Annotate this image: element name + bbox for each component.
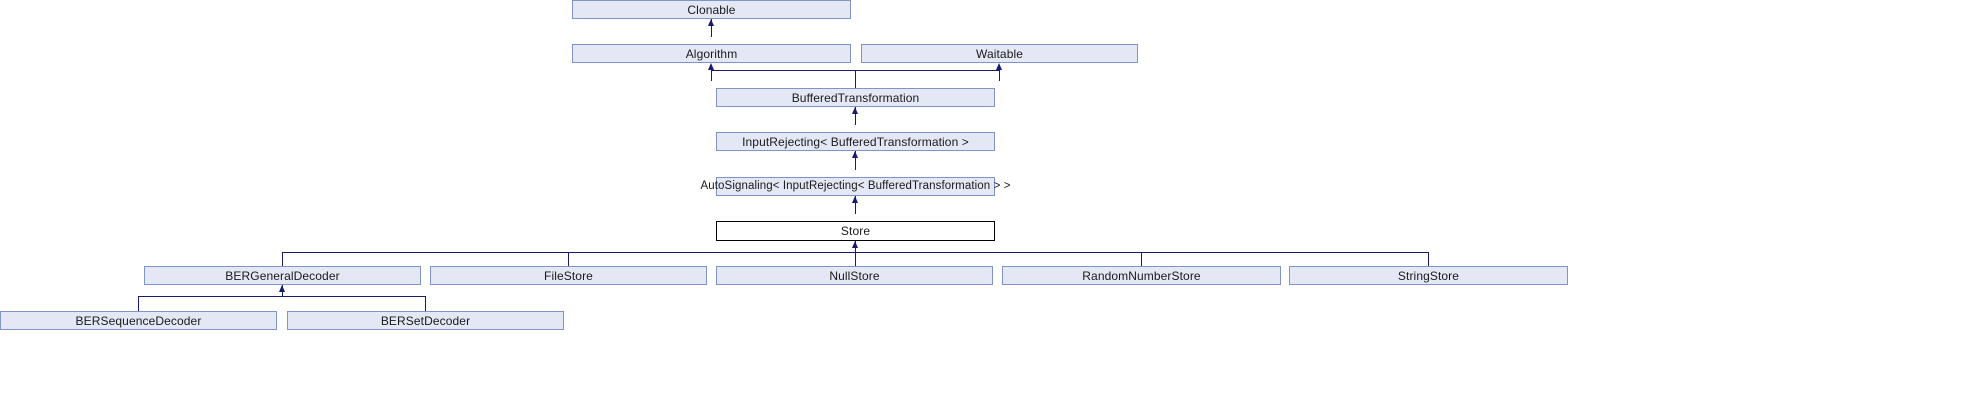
arrowhead-autosignaling <box>852 196 858 203</box>
class-node-bersetdecoder[interactable]: BERSetDecoder <box>287 311 564 330</box>
class-node-autosignaling[interactable]: AutoSignaling< InputRejecting< BufferedT… <box>701 177 1010 196</box>
class-node-clonable[interactable]: Clonable <box>572 0 851 19</box>
class-node-filestore[interactable]: FileStore <box>430 266 707 285</box>
arrowhead-inputrejecting <box>852 151 858 158</box>
edge-bus-to-nullstore <box>855 252 856 266</box>
edge-algorithm-to-clonable <box>711 19 712 37</box>
class-node-nullstore[interactable]: NullStore <box>716 266 993 285</box>
arrowhead-store <box>852 241 858 248</box>
class-node-bufferedtransformation[interactable]: BufferedTransformation <box>716 88 995 107</box>
edge-buffered-to-waitable-stem <box>999 70 1000 81</box>
arrowhead-clonable <box>708 19 714 26</box>
class-node-randomnumberstore[interactable]: RandomNumberStore <box>1002 266 1281 285</box>
edge-buffered-to-algorithm-stem <box>711 70 712 81</box>
arrowhead-buffered <box>852 107 858 114</box>
edge-bus-to-stringstore <box>1428 252 1429 266</box>
edge-bus-to-randomnumberstore <box>1141 252 1142 266</box>
class-node-waitable[interactable]: Waitable <box>861 44 1138 63</box>
edge-buffered-riser <box>855 70 856 88</box>
edge-inputrejecting-to-buffered <box>855 107 856 125</box>
edge-bus-to-bergeneraldecoder <box>282 252 283 266</box>
edge-bergeneraldecoder-subclass-bus <box>138 296 426 297</box>
class-node-stringstore[interactable]: StringStore <box>1289 266 1568 285</box>
edge-bus-to-bersetdecoder <box>425 296 426 311</box>
edge-bus-to-filestore <box>568 252 569 266</box>
edge-bus-to-bersequencedecoder <box>138 296 139 311</box>
arrowhead-waitable <box>996 63 1002 70</box>
class-node-algorithm[interactable]: Algorithm <box>572 44 851 63</box>
edge-store-to-autosignaling <box>855 196 856 214</box>
class-node-bersequencedecoder[interactable]: BERSequenceDecoder <box>0 311 277 330</box>
edge-autosignaling-to-inputrejecting <box>855 151 856 170</box>
class-node-bergeneraldecoder[interactable]: BERGeneralDecoder <box>144 266 421 285</box>
arrowhead-bergeneraldecoder <box>279 285 285 292</box>
class-node-inputrejecting[interactable]: InputRejecting< BufferedTransformation > <box>716 132 995 151</box>
arrowhead-algorithm <box>708 63 714 70</box>
class-node-store[interactable]: Store <box>716 221 995 241</box>
